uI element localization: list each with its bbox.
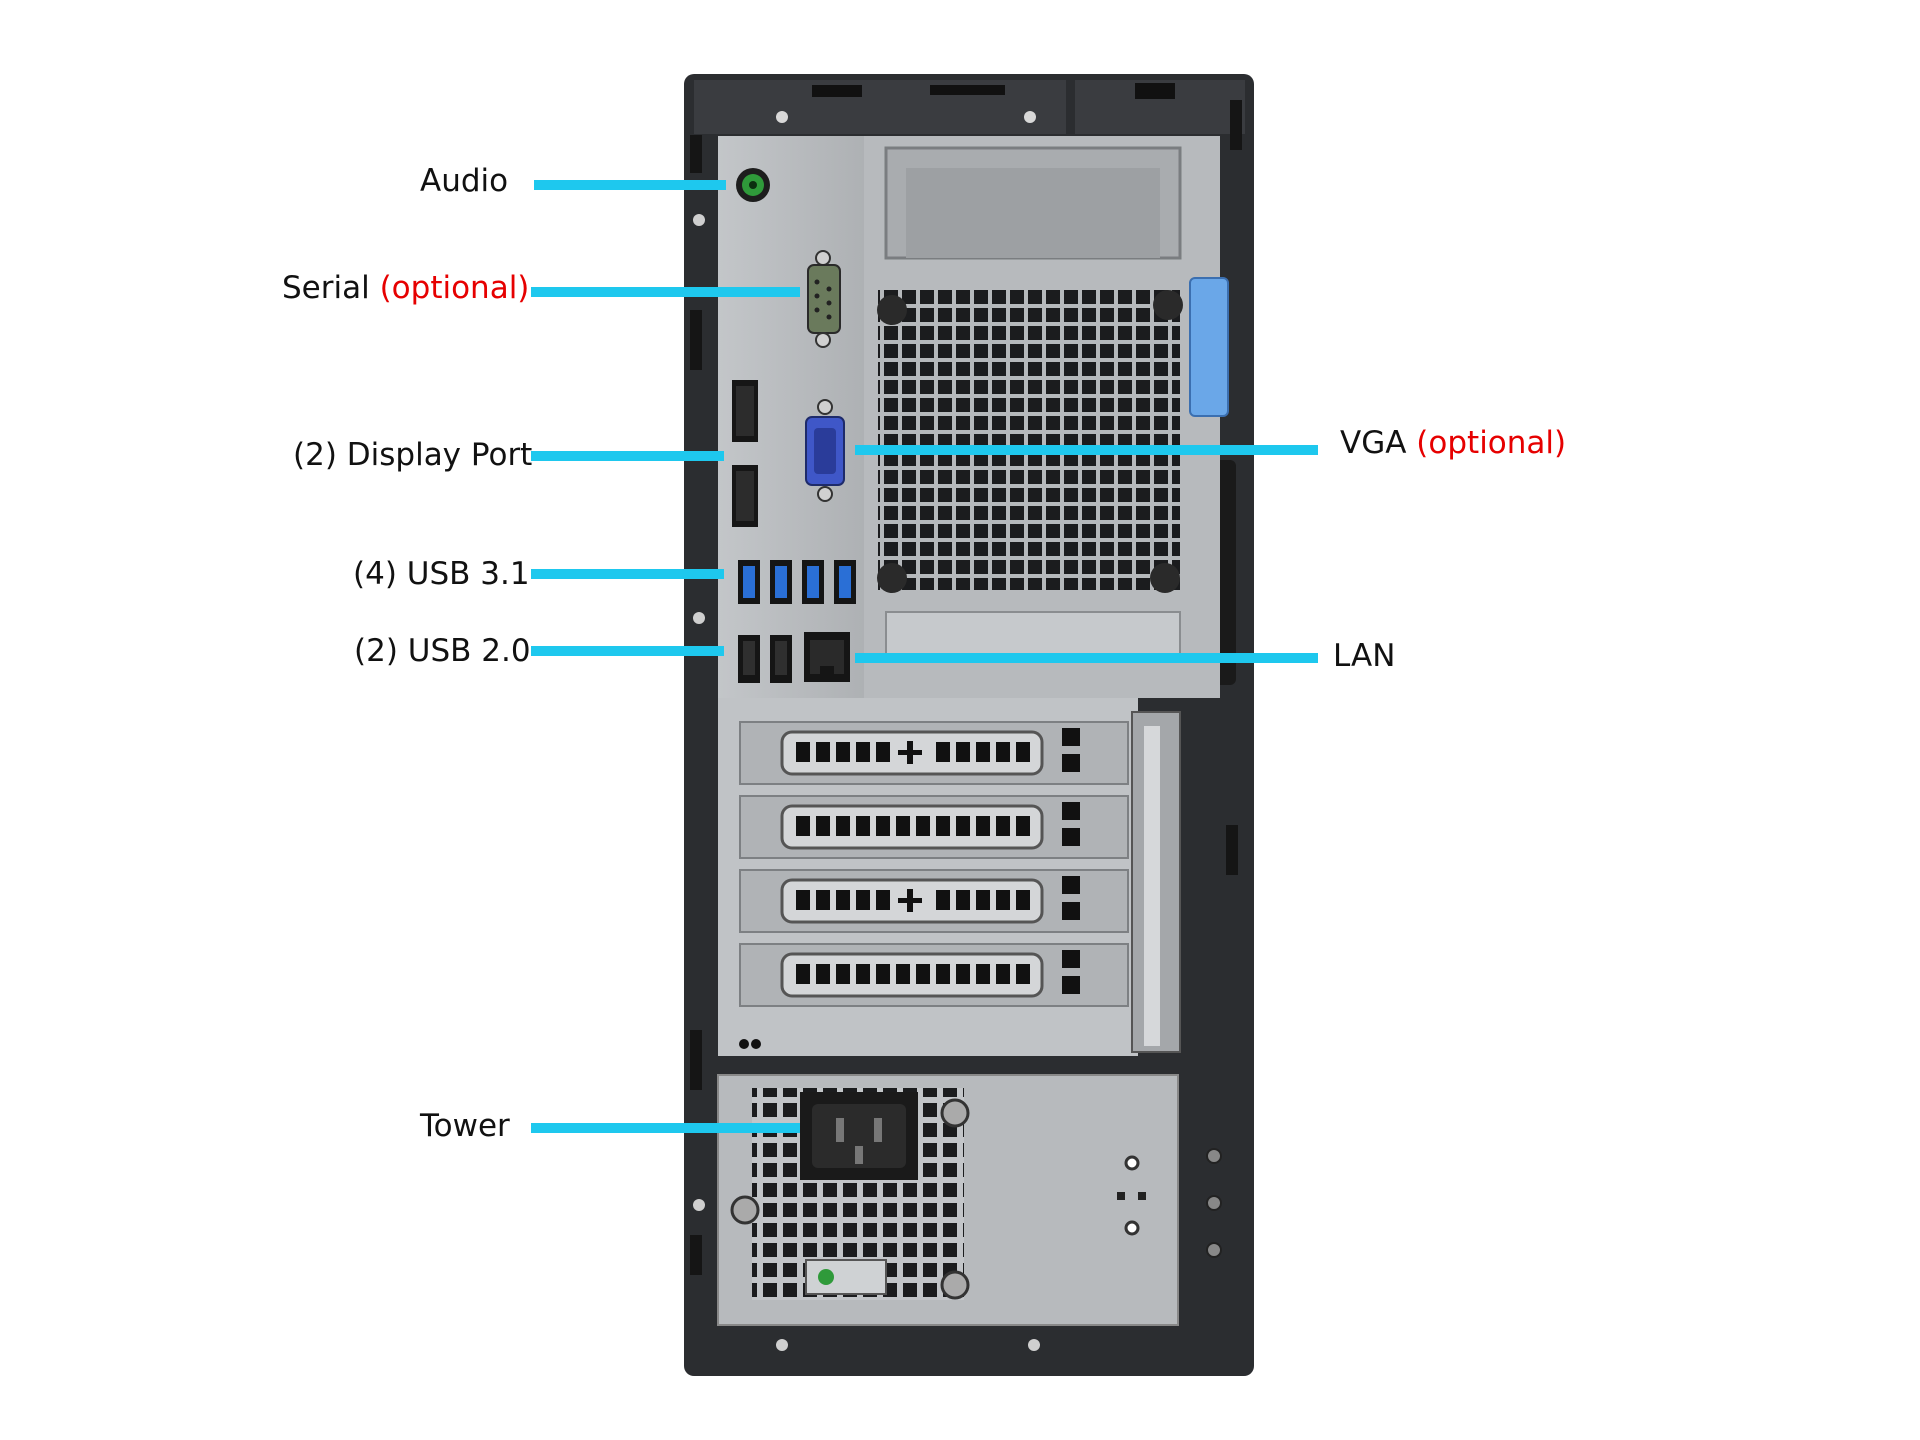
pcie-slot-plus-v [907,889,913,912]
pcie-slot-hole [976,816,990,836]
io-panel [718,136,864,698]
usb31-ports [738,560,856,604]
pcie-slot-hole [876,964,890,984]
psu [717,1074,1222,1326]
pcie-slot-tab [1062,728,1080,746]
pcie-slot-hole [1016,890,1030,910]
label-usb20-text: (2) USB 2.0 [354,633,531,669]
pcie-slot-hole [836,816,850,836]
pcie-slot-hole [936,964,950,984]
pcie-slot-hole [876,742,890,762]
pcie-slot-hole [856,890,870,910]
pcie-slot-hole [1016,742,1030,762]
pcie-slot-hole [856,964,870,984]
label-vga-text: VGA [1340,425,1407,461]
pcie-slot-hole [856,816,870,836]
pcie-slot-hole [936,816,950,836]
pcie-slot-hole [956,890,970,910]
pcie-slot-hole [816,742,830,762]
pcie-slot-hole [996,890,1010,910]
pcie-slot-hole [996,816,1010,836]
pcie-slot-hole [836,964,850,984]
label-serial-optional: (optional) [379,270,530,306]
pcie-slot-hole [996,742,1010,762]
pcie-slot-icon [718,698,1181,1056]
pcie-slot-hole [916,964,930,984]
pcie-slot-tab [1062,950,1080,968]
pcie-slot-hole [816,964,830,984]
pcie-slot-hole [896,816,910,836]
pcie-slot-hole [976,742,990,762]
leader-lines [531,180,1318,1133]
pcie-slot-hole [816,890,830,910]
power-socket-icon [800,1092,918,1180]
vga-port-icon [805,399,845,502]
pcie-slot-hole [796,964,810,984]
label-vga: VGA (optional) [1340,428,1566,459]
label-lan: LAN [1333,641,1395,672]
pcie-slot-plus-v [907,741,913,764]
label-audio: Audio [420,166,508,197]
label-tower: Tower [420,1111,510,1142]
fan-grille-icon [864,136,1229,698]
pcie-slot-hole [1016,816,1030,836]
pcie-slot-hole [1016,964,1030,984]
pcie-slot-hole [996,964,1010,984]
label-usb20: (2) USB 2.0 [354,636,531,667]
pcie-slot-hole [976,890,990,910]
label-vga-optional: (optional) [1416,425,1567,461]
label-display-port-text: (2) Display Port [293,437,533,473]
pcie-slot-hole [956,816,970,836]
pcie-slot-tab [1062,976,1080,994]
pcie-slot-hole [916,816,930,836]
pcie-slot-hole [956,742,970,762]
pcie-slot-hole [856,742,870,762]
pcie-slot-hole [936,742,950,762]
label-audio-text: Audio [420,163,509,199]
pcie-slot-hole [936,890,950,910]
pcie-slot-tab [1062,876,1080,894]
pcie-slot-tab [1062,754,1080,772]
label-lan-text: LAN [1333,638,1396,674]
pcie-slot-hole [876,816,890,836]
pcie-slot-hole [796,890,810,910]
pcie-slot-hole [836,742,850,762]
label-serial-text: Serial [282,270,370,306]
usb20-ports [738,635,792,683]
psu-led-icon [818,1269,834,1285]
label-serial: Serial (optional) [282,273,529,304]
pcie-slot-hole [796,742,810,762]
pcie-slot-tab [1062,902,1080,920]
label-usb31: (4) USB 3.1 [353,559,530,590]
pcie-slot-hole [836,890,850,910]
pcie-slot-tab [1062,802,1080,820]
audio-jack-icon [736,168,770,202]
pcie-slot-hole [876,890,890,910]
pcie-slot-hole [896,964,910,984]
label-tower-text: Tower [420,1108,510,1144]
label-display-port: (2) Display Port [293,440,532,471]
pcie-slot-hole [976,964,990,984]
label-usb31-text: (4) USB 3.1 [353,556,530,592]
pcie-slot-hole [796,816,810,836]
display-port-icon [732,380,758,527]
serial-port-icon [807,250,841,348]
lan-port-icon [804,632,850,682]
pcie-slot-tab [1062,828,1080,846]
pcie-slot-hole [956,964,970,984]
pcie-slot-hole [816,816,830,836]
